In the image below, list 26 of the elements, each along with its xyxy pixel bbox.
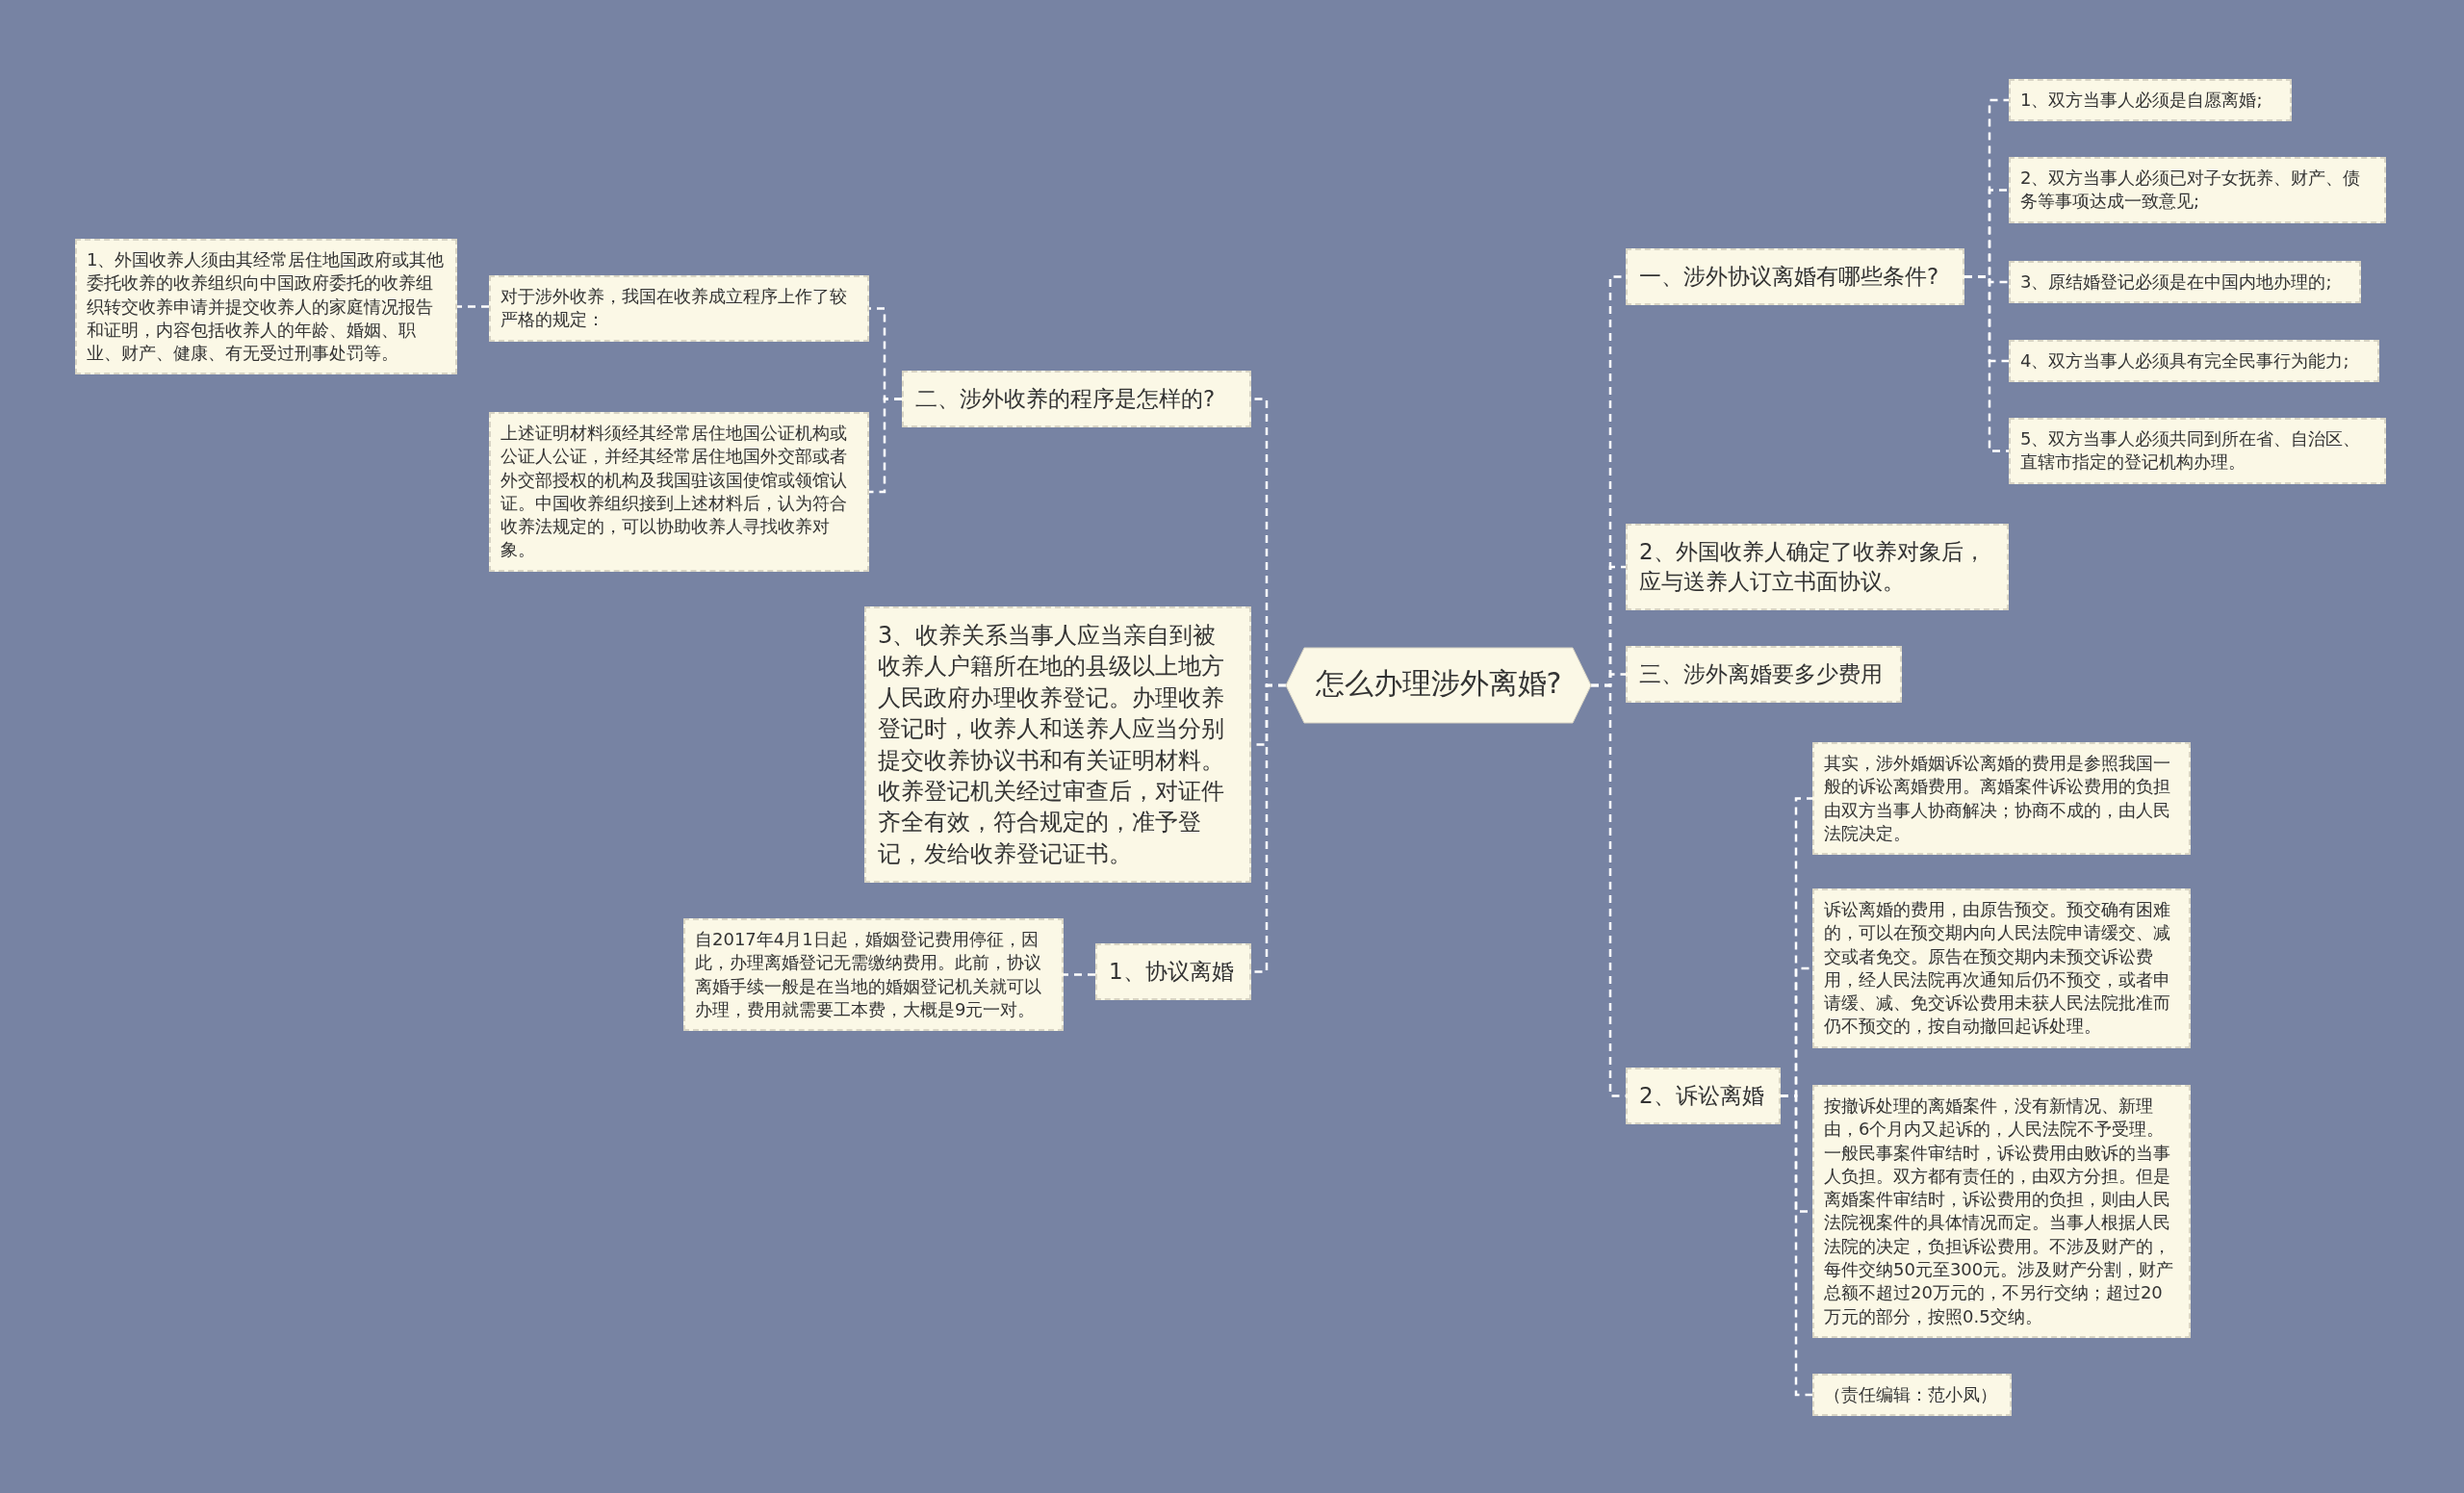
topic-box: 三、涉外离婚要多少费用 bbox=[1626, 646, 1902, 704]
note-box: 自2017年4月1日起，婚姻登记费用停征，因此，办理离婚登记无需缴纳费用。此前，协议离婚手续一般是在当地的婚姻登记机关就可以办理，费用就需要工本费，大概是9元一对。 bbox=[683, 918, 1064, 1032]
note-box: 诉讼离婚的费用，由原告预交。预交确有困难的，可以在预交期内向人民法院申请缓交、减交或者免交。原告在预交期内未预交诉讼费用，经人民法院再次通知后仍不预交，或者申请缓、减、免交诉讼费用未获人民法院批准而仍不预交的，按自动撤回起诉处理。 bbox=[1812, 888, 2191, 1048]
note-box: 其实，涉外婚姻诉讼离婚的费用是参照我国一般的诉讼离婚费用。离婚案件诉讼费用的负担由双方当事人协商解决；协商不成的，由人民法院决定。 bbox=[1812, 742, 2191, 856]
note-box: 1、双方当事人必须是自愿离婚; bbox=[2009, 79, 2292, 122]
topic-box: 二、涉外收养的程序是怎样的? bbox=[902, 371, 1251, 428]
note-box: 5、双方当事人必须共同到所在省、自治区、直辖市指定的登记机构办理。 bbox=[2009, 418, 2386, 484]
connector-line bbox=[1964, 275, 2009, 452]
connector-line bbox=[1064, 973, 1095, 976]
note-box: 4、双方当事人必须具有完全民事行为能力; bbox=[2009, 340, 2379, 383]
note-box: 1、外国收养人须由其经常居住地国政府或其他委托收养的收养组织向中国政府委托的收养组织转交收养申请并提交收养人的家庭情况报告和证明，内容包括收养人的年龄、婚姻、职业、财产、健康、有无受过刑事处罚等。 bbox=[75, 239, 457, 375]
note-box: （责任编辑：范小凤） bbox=[1812, 1374, 2012, 1417]
note-box: 2、双方当事人必须已对子女抚养、财产、债务等事项达成一致意见; bbox=[2009, 157, 2386, 223]
connector-line bbox=[1781, 1094, 1812, 1397]
note-box: 上述证明材料须经其经常居住地国公证机构或公证人公证，并经其经常居住地国外交部或者外交部授权的机构及我国驻该国使馆或领馆认证。中国收养组织接到上述材料后，认为符合收养法规定的，可以协助收养人寻找收养对象。 bbox=[489, 412, 869, 572]
topic-box: 2、诉讼离婚 bbox=[1626, 1068, 1781, 1125]
topic-box: 3、收养关系当事人应当亲自到被收养人户籍所在地的县级以上地方人民政府办理收养登记。办理收养登记时，收养人和送养人应当分别提交收养协议书和有关证明材料。收养登记机关经过审查后，对证件齐全有效，符合规定的，准予登记，发给收养登记证书。 bbox=[864, 606, 1251, 884]
note-box: 按撤诉处理的离婚案件，没有新情况、新理由，6个月内又起诉的，人民法院不予受理。一般民事案件审结时，诉讼费用由败诉的当事人负担。双方都有责任的，由双方分担。但是离婚案件审结时，诉讼费用的负担，则由人民法院视案件的具体情况而定。当事人根据人民法院的决定，负担诉讼费用。不涉及财产的，每件交纳50元至300元。涉及财产分割，财产总额不超过20万元的，不另行交纳；超过20万元的部分，按照0.5交纳。 bbox=[1812, 1085, 2191, 1338]
connector-line bbox=[457, 305, 489, 308]
topic-box: 1、协议离婚 bbox=[1095, 943, 1251, 1001]
note-box: 对于涉外收养，我国在收养成立程序上作了较严格的规定： bbox=[489, 275, 869, 342]
central-topic-hexagon: 怎么办理涉外离婚? bbox=[1286, 648, 1591, 723]
topic-box: 2、外国收养人确定了收养对象后，应与送养人订立书面协议。 bbox=[1626, 524, 2009, 611]
note-box: 3、原结婚登记必须是在中国内地办理的; bbox=[2009, 261, 2361, 304]
connector-line bbox=[869, 398, 902, 494]
topic-box: 一、涉外协议离婚有哪些条件? bbox=[1626, 248, 1964, 306]
